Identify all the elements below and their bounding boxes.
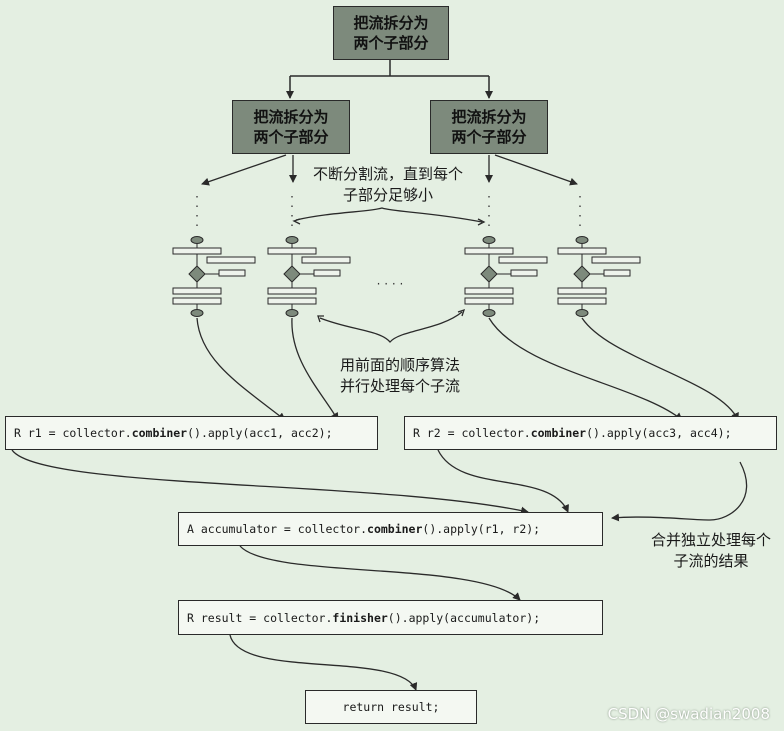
flowchart-1 <box>172 236 256 317</box>
flow-curves <box>11 317 748 691</box>
code-result-post: ().apply(accumulator); <box>387 610 541 625</box>
parallel-brace <box>319 311 463 344</box>
code-return-text: return result; <box>342 700 440 714</box>
split-box-top: 把流拆分为 两个子部分 <box>333 6 449 60</box>
code-result-method: finisher <box>332 610 388 625</box>
code-box-accumulator: A accumulator = collector.combiner().app… <box>178 512 603 546</box>
flowchart-ellipsis: · · · · <box>377 277 404 291</box>
flowchart-3 <box>464 236 548 317</box>
dotted-continuations <box>196 196 581 232</box>
code-box-r1: R r1 = collector.combiner().apply(acc1, … <box>5 416 378 450</box>
split-box-left-label: 把流拆分为 两个子部分 <box>253 108 329 146</box>
split-box-left: 把流拆分为 两个子部分 <box>232 100 350 154</box>
code-accumulator-method: combiner <box>367 522 423 536</box>
code-r1-pre: R r1 = collector. <box>14 426 132 440</box>
code-box-return: return result; <box>305 690 477 724</box>
sub-split-arrows <box>201 154 578 186</box>
split-box-right-label: 把流拆分为 两个子部分 <box>451 108 527 146</box>
code-box-result: R result = collector.finisher().apply(ac… <box>178 600 603 635</box>
code-r2-pre: R r2 = collector. <box>413 426 531 440</box>
split-box-top-label: 把流拆分为 两个子部分 <box>353 14 429 52</box>
code-accumulator-post: ().apply(r1, r2); <box>422 522 541 536</box>
split-tree-connectors <box>286 60 493 99</box>
watermark: CSDN @swadian2008 <box>607 705 770 723</box>
code-r1-post: ().apply(acc1, acc2); <box>187 426 333 440</box>
flowchart-4 <box>557 236 641 317</box>
flowchart-2 <box>267 236 351 317</box>
code-r2-post: ().apply(acc3, acc4); <box>586 426 732 440</box>
code-result-pre: R result = collector. <box>187 610 333 625</box>
code-r2-method: combiner <box>530 426 587 440</box>
merge-note: 合并独立处理每个 子流的结果 <box>650 531 771 570</box>
split-note: 不断分割流，直到每个 子部分足够小 <box>312 165 463 204</box>
split-brace <box>295 207 483 223</box>
code-box-r2: R r2 = collector.combiner().apply(acc3, … <box>404 416 777 450</box>
split-box-right: 把流拆分为 两个子部分 <box>430 100 548 154</box>
parallel-note: 用前面的顺序算法 并行处理每个子流 <box>339 356 460 395</box>
code-accumulator-pre: A accumulator = collector. <box>187 522 368 536</box>
code-r1-method: combiner <box>131 426 188 440</box>
